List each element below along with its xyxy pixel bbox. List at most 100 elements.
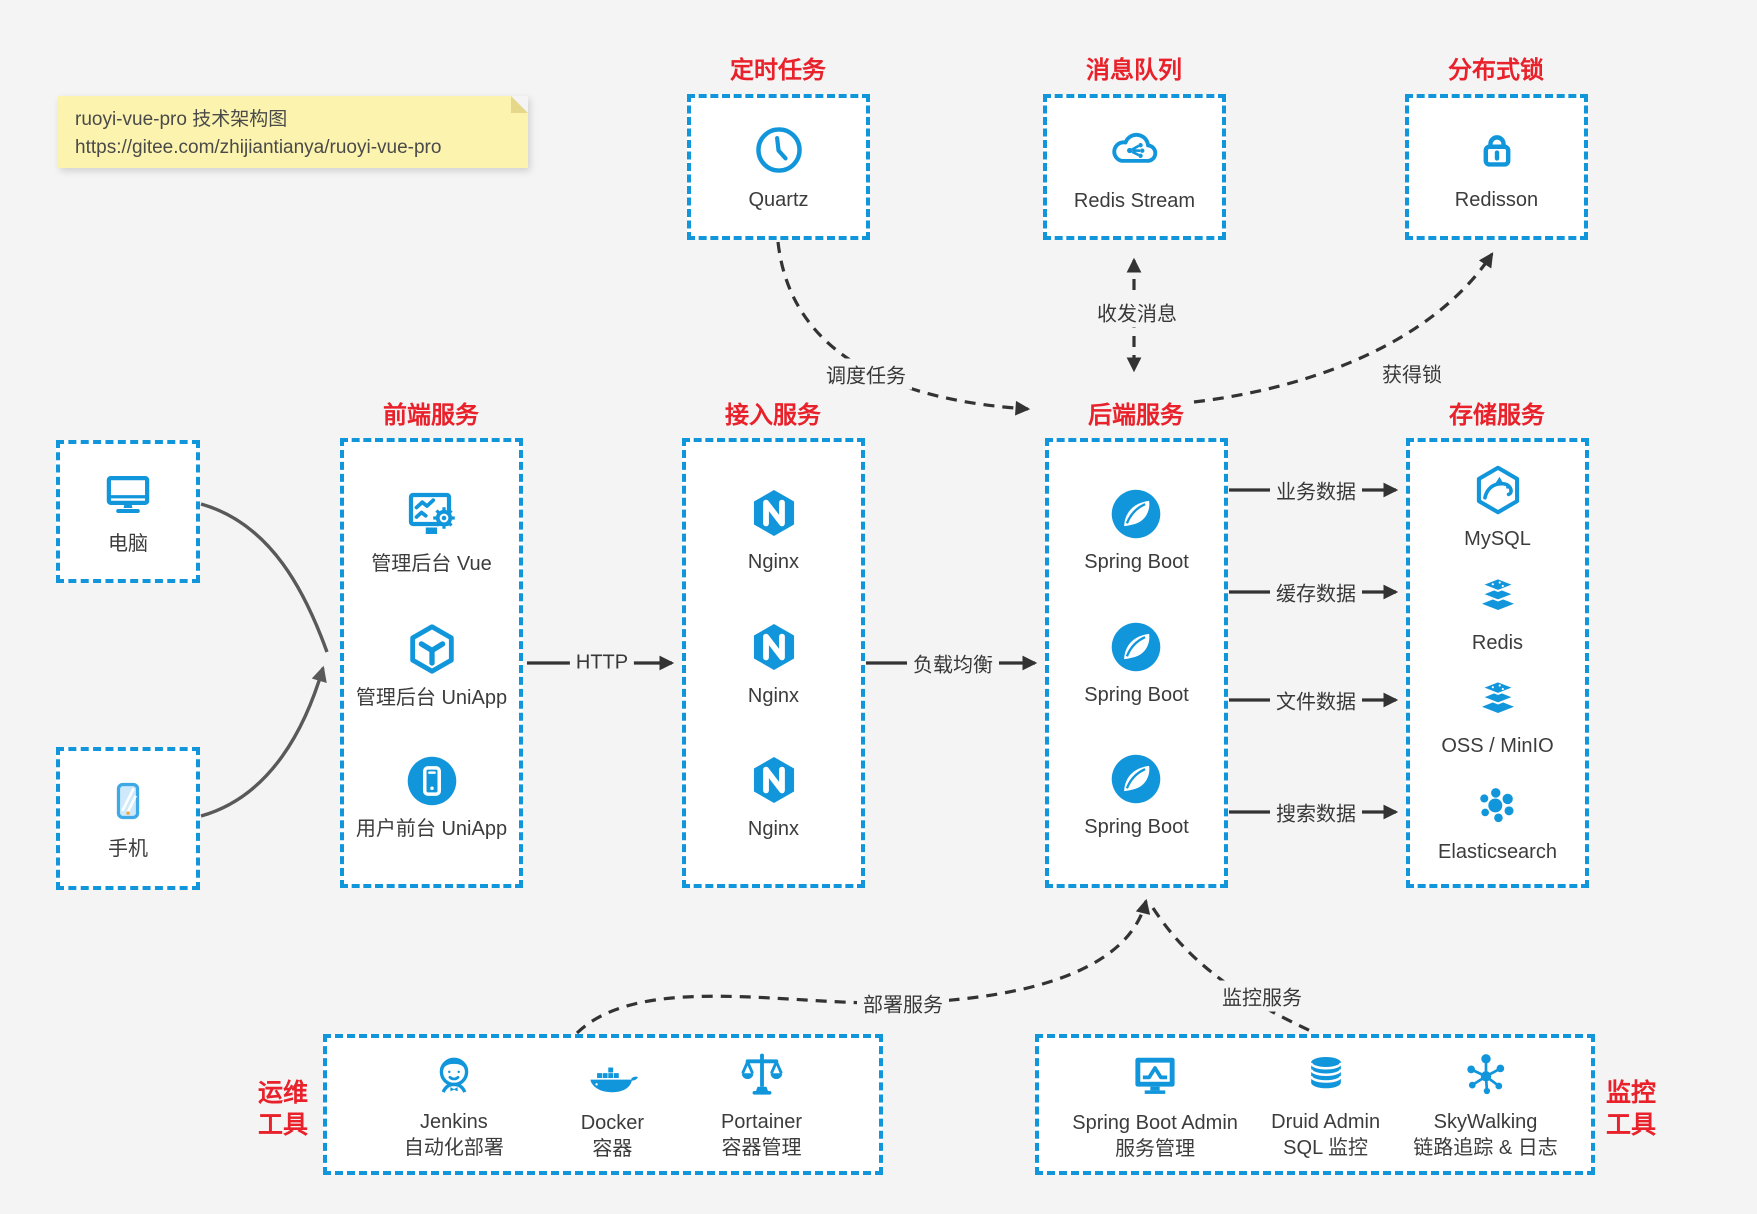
- node-sublabel: 自动化部署: [403, 1137, 504, 1159]
- node-portainer: Portainer 容器管理: [721, 1048, 802, 1161]
- node-label: Docker: [580, 1112, 645, 1134]
- node-label: Nginx: [747, 817, 800, 840]
- note-url: https://gitee.com/zhijiantianya/ruoyi-vu…: [75, 136, 442, 158]
- redis-stream-box: Redis Stream: [1043, 94, 1226, 240]
- node-nginx-2: Nginx: [745, 618, 803, 709]
- edge-label-search-data: 搜索数据: [1270, 796, 1362, 828]
- edge-label-monitor-service: 监控服务: [1216, 980, 1308, 1012]
- node-mysql: MySQL: [1464, 461, 1531, 552]
- gateway-services-box: Nginx Nginx Nginx: [682, 438, 865, 888]
- group-title-storage: 存储服务: [1449, 402, 1545, 429]
- mobile-icon: [116, 782, 140, 820]
- mobile-client-box: 手机: [56, 747, 200, 890]
- edge-label-load-balance: 负载均衡: [907, 647, 999, 679]
- node-sublabel: 容器: [592, 1138, 633, 1160]
- node-label: Nginx: [747, 684, 800, 707]
- sticky-note: ruoyi-vue-pro 技术架构图 https://gitee.com/zh…: [58, 96, 528, 168]
- druid-db-icon: [1309, 1057, 1342, 1089]
- nginx-icon: [753, 490, 794, 537]
- node-label: Redis: [1471, 631, 1524, 654]
- uniapp-cube-icon: [409, 623, 454, 674]
- clock-icon: [755, 126, 802, 173]
- node-label: Spring Boot: [1084, 550, 1189, 573]
- client-merge-curves: [200, 502, 329, 818]
- node-oss-minio: OSS / MinIO: [1441, 674, 1554, 759]
- edge-monitor-service-line: [1151, 907, 1316, 1035]
- storage-services-box: MySQL Redis OSS / MinIO: [1406, 438, 1589, 888]
- node-admin-uniapp: 管理后台 UniApp: [356, 620, 507, 711]
- docker-icon: [590, 1067, 639, 1093]
- mysql-icon: [1476, 465, 1519, 515]
- lock-icon: [1483, 134, 1510, 167]
- spring-icon: [1112, 489, 1161, 539]
- node-label: 管理后台 UniApp: [355, 686, 508, 709]
- node-label: OSS / MinIO: [1441, 735, 1554, 758]
- node-sublabel: 容器管理: [721, 1137, 802, 1159]
- node-label: 电脑: [108, 533, 148, 555]
- node-label: Spring Boot: [1084, 683, 1189, 706]
- node-skywalking: SkyWalking 链路追踪 & 日志: [1413, 1048, 1558, 1161]
- group-title-backend: 后端服务: [1088, 402, 1184, 429]
- node-sublabel: 服务管理: [1115, 1138, 1196, 1160]
- quartz-box: Quartz: [687, 94, 870, 240]
- redisson-box: Redisson: [1405, 94, 1588, 240]
- nginx-icon: [753, 756, 794, 803]
- node-label: Nginx: [747, 551, 800, 574]
- jenkins-icon: [439, 1057, 469, 1093]
- node-docker: Docker 容器: [581, 1047, 644, 1162]
- node-label: Quartz: [748, 188, 809, 211]
- node-label: Redis Stream: [1073, 189, 1196, 212]
- node-label: MySQL: [1464, 527, 1531, 550]
- node-spring-boot-admin: Spring Boot Admin 服务管理: [1072, 1047, 1238, 1162]
- node-label: SkyWalking: [1433, 1111, 1538, 1133]
- node-elasticsearch: Elasticsearch: [1438, 778, 1557, 865]
- node-sublabel: 链路追踪 & 日志: [1413, 1137, 1558, 1159]
- edge-label-send-receive-message: 收发消息: [1091, 296, 1183, 328]
- node-label: Druid Admin: [1271, 1111, 1381, 1133]
- group-title-scheduler: 定时任务: [730, 57, 826, 84]
- edge-label-business-data: 业务数据: [1270, 474, 1362, 506]
- edge-label-http: HTTP: [569, 650, 635, 676]
- node-druid-admin: Druid Admin SQL 监控: [1271, 1048, 1380, 1161]
- sba-monitor-icon: [1135, 1057, 1175, 1094]
- spring-icon: [1112, 754, 1161, 804]
- edge-label-deploy-service: 部署服务: [857, 987, 949, 1019]
- edge-schedule-task-line: [776, 241, 1031, 416]
- node-label: Jenkins: [419, 1111, 488, 1133]
- pc-client-box: 电脑: [56, 440, 200, 583]
- frontend-services-box: 管理后台 Vue 管理后台 UniApp 用户前台 UniApp: [340, 438, 523, 888]
- node-springboot-1: Spring Boot: [1084, 486, 1189, 575]
- node-label: Portainer: [720, 1111, 803, 1133]
- node-label: Redisson: [1454, 188, 1539, 211]
- cloud-stream-icon: [1111, 132, 1157, 163]
- edge-acquire-lock-line: [1193, 252, 1494, 404]
- note-title: ruoyi-vue-pro 技术架构图: [75, 109, 288, 130]
- group-title-distributed-lock: 分布式锁: [1448, 57, 1544, 84]
- node-nginx-1: Nginx: [745, 484, 803, 575]
- edge-label-cache-data: 缓存数据: [1270, 576, 1362, 608]
- admin-vue-icon: [408, 493, 455, 535]
- group-title-frontend: 前端服务: [383, 402, 479, 429]
- spring-icon: [1112, 622, 1161, 671]
- user-app-icon: [407, 756, 456, 806]
- edge-label-schedule-task: 调度任务: [820, 358, 912, 390]
- node-label: Elasticsearch: [1438, 841, 1557, 864]
- backend-services-box: Spring Boot Spring Boot Spring Boot: [1045, 438, 1228, 888]
- edge-label-file-data: 文件数据: [1270, 684, 1362, 716]
- group-title-gateway: 接入服务: [725, 402, 821, 429]
- node-springboot-3: Spring Boot: [1084, 751, 1189, 840]
- ops-tools-title: 运维 工具: [257, 1079, 308, 1139]
- monitor-tools-title: 监控 工具: [1606, 1079, 1657, 1139]
- oss-stack-icon: [1478, 680, 1517, 714]
- node-label: Spring Boot Admin: [1072, 1112, 1238, 1134]
- node-springboot-2: Spring Boot: [1084, 619, 1189, 708]
- node-jenkins: Jenkins 自动化部署: [404, 1048, 504, 1161]
- edge-label-acquire-lock: 获得锁: [1376, 357, 1448, 389]
- node-label: Spring Boot: [1084, 816, 1189, 839]
- monitor-tools-box: Spring Boot Admin 服务管理 Druid Admin SQL 监…: [1035, 1034, 1595, 1175]
- elasticsearch-icon: [1479, 788, 1514, 823]
- group-title-message-queue: 消息队列: [1086, 57, 1182, 84]
- skywalking-icon: [1466, 1054, 1504, 1095]
- node-nginx-3: Nginx: [745, 751, 803, 842]
